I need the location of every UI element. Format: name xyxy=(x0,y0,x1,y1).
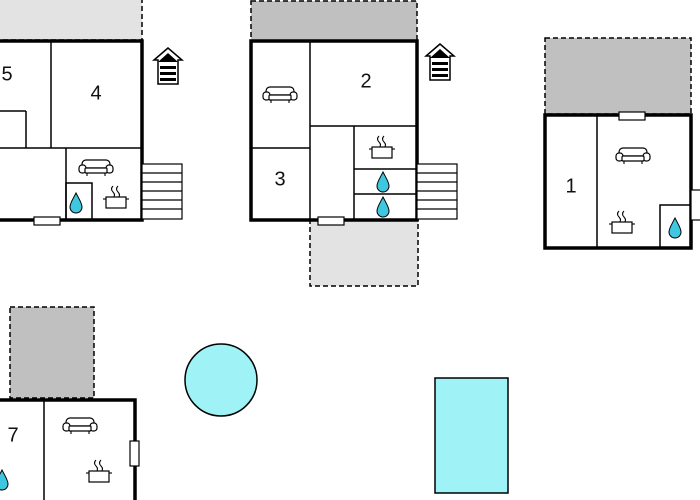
unit-rooms-2-3: 2 3 xyxy=(249,0,458,287)
window-icon xyxy=(317,216,345,226)
stairs-icon xyxy=(416,163,458,220)
room-label-1: 1 xyxy=(565,175,576,197)
window-icon xyxy=(33,216,61,226)
terrace xyxy=(544,37,692,115)
room-label-7: 7 xyxy=(7,424,18,446)
water-drop-icon xyxy=(668,217,682,239)
window-icon xyxy=(129,440,140,467)
sofa-icon xyxy=(615,147,651,165)
unit-outer-wall xyxy=(543,113,693,250)
unit-rooms-4-5: 5 4 xyxy=(0,0,183,226)
cooking-pot-icon xyxy=(368,135,396,159)
window-icon xyxy=(618,111,646,121)
cooking-pot-icon xyxy=(85,459,113,483)
room-label-3: 3 xyxy=(274,168,285,190)
cooking-pot-icon xyxy=(102,185,130,209)
room-label-5: 5 xyxy=(1,63,12,85)
room-label-2: 2 xyxy=(360,70,371,92)
unit-outer-wall xyxy=(249,39,419,222)
terrace xyxy=(250,0,418,42)
water-drop-icon xyxy=(69,192,83,214)
house-icon xyxy=(425,43,455,81)
unit-room-7: 7 xyxy=(0,306,140,500)
terrace xyxy=(309,219,419,287)
sofa-icon xyxy=(262,86,298,104)
house-icon xyxy=(153,47,183,85)
sofa-icon xyxy=(62,417,98,435)
pool-icon xyxy=(184,343,258,417)
terrace xyxy=(0,0,143,41)
unit-outer-wall xyxy=(0,39,144,222)
unit-room-1: 1 xyxy=(543,37,700,250)
unit-outer-wall xyxy=(0,398,137,500)
room-label-4: 4 xyxy=(90,82,101,104)
cooking-pot-icon xyxy=(608,210,636,234)
sofa-icon xyxy=(78,159,114,177)
stairs-icon xyxy=(141,163,183,220)
water-drop-icon xyxy=(376,196,390,218)
water-drop-icon xyxy=(0,469,9,491)
water-drop-icon xyxy=(376,171,390,193)
terrace xyxy=(9,306,95,399)
pool-icon xyxy=(434,377,509,494)
stairs-icon xyxy=(690,189,700,221)
